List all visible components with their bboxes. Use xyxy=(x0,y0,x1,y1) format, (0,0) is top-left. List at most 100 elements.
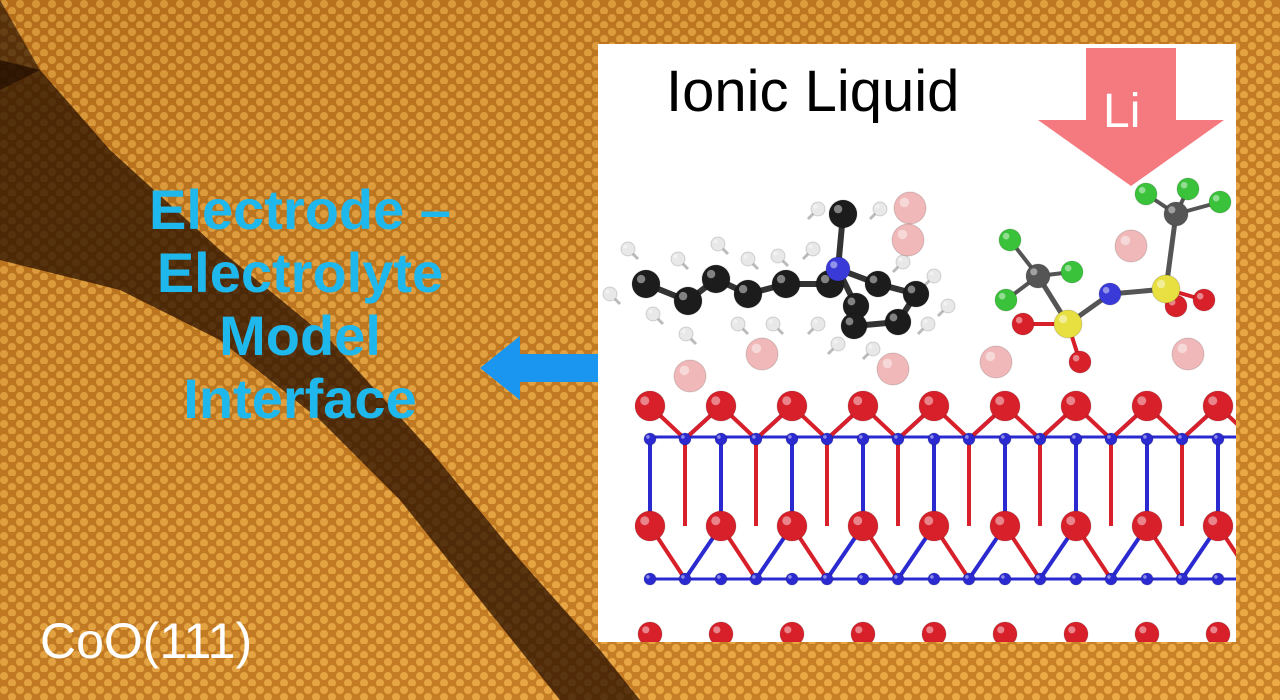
fluorine-atom-highlight xyxy=(1002,232,1010,240)
cobalt-atom xyxy=(785,572,799,586)
fluorine-atom xyxy=(1176,177,1200,201)
hydrogen-atom xyxy=(710,236,726,252)
sulfur-atom xyxy=(1151,274,1181,304)
oxygen-atom-highlight xyxy=(713,626,721,634)
cobalt-atom-highlight xyxy=(823,575,827,579)
cobalt-atom-highlight xyxy=(752,575,756,579)
model-panel: Ionic Liquid Li xyxy=(598,44,1236,642)
carbon-atom xyxy=(840,312,868,340)
hydrogen-atom-highlight xyxy=(923,319,928,324)
cobalt-atom-highlight xyxy=(894,435,898,439)
lithium-ion-highlight xyxy=(1177,343,1188,354)
cobalt-atom xyxy=(856,432,870,446)
lithium-ion-highlight xyxy=(897,229,908,240)
oxygen-atom-highlight xyxy=(1015,316,1023,324)
cobalt-atom-highlight xyxy=(965,435,969,439)
carbon-atom-highlight xyxy=(776,274,786,284)
oxygen-atom-highlight xyxy=(995,396,1005,406)
carbon-atom-highlight xyxy=(738,284,748,294)
fluorine-atom-highlight xyxy=(1180,181,1188,189)
oxygen-atom-highlight xyxy=(1196,292,1204,300)
headline-line-4: Interface xyxy=(183,367,417,430)
sulfur-atom-highlight xyxy=(1058,314,1068,324)
hydrogen-atom xyxy=(940,298,956,314)
cobalt-atom xyxy=(1175,432,1189,446)
hydrogen-atom-highlight xyxy=(648,309,653,314)
cobalt-atom-highlight xyxy=(859,435,863,439)
oxygen-atom-highlight xyxy=(924,516,934,526)
carbon-atom-highlight xyxy=(636,274,646,284)
sulfur-atom-highlight xyxy=(1156,279,1166,289)
fluorine-atom-highlight xyxy=(1138,186,1146,194)
oxygen-atom xyxy=(918,510,950,542)
hydrogen-atom xyxy=(920,316,936,332)
cobalt-atom xyxy=(998,432,1012,446)
lithium-ion xyxy=(891,223,925,257)
oxygen-atom-highlight xyxy=(1066,516,1076,526)
headline-line-3: Model xyxy=(219,304,381,367)
lithium-label: Li xyxy=(1103,85,1141,138)
cobalt-atom xyxy=(678,432,692,446)
lithium-ion xyxy=(979,345,1013,379)
cobalt-atom-highlight xyxy=(1036,575,1040,579)
headline: Electrode – Electrolyte Model Interface xyxy=(110,178,490,430)
hydrogen-atom-highlight xyxy=(623,244,628,249)
oxygen-atom xyxy=(992,621,1018,642)
lithium-ion xyxy=(893,191,927,225)
oxygen-atom xyxy=(1060,390,1092,422)
nitrogen-atom xyxy=(825,256,851,282)
oxygen-atom-highlight xyxy=(782,516,792,526)
carbon-atom-highlight xyxy=(845,317,854,326)
cobalt-atom-highlight xyxy=(1107,575,1111,579)
oxygen-atom xyxy=(847,510,879,542)
cobalt-atom xyxy=(1140,572,1154,586)
cobalt-atom-highlight xyxy=(894,575,898,579)
oxygen-atom xyxy=(1202,390,1234,422)
oxygen-atom-highlight xyxy=(640,516,650,526)
fluorine-atom xyxy=(994,288,1018,312)
oxygen-atom-highlight xyxy=(997,626,1005,634)
carbon-atom xyxy=(631,269,661,299)
carbon-atom-highlight xyxy=(847,297,856,306)
cobalt-atom xyxy=(962,572,976,586)
cobalt-atom xyxy=(927,572,941,586)
hydrogen-atom-highlight xyxy=(743,254,748,259)
carbon-atom xyxy=(701,264,731,294)
oxygen-atom xyxy=(921,621,947,642)
oxygen-atom xyxy=(1131,390,1163,422)
cobalt-atom xyxy=(643,572,657,586)
oxygen-atom xyxy=(1192,288,1216,312)
carbon-atom-highlight xyxy=(678,291,688,301)
carbon-atom xyxy=(902,280,930,308)
cobalt-atom xyxy=(643,432,657,446)
cobalt-atom xyxy=(714,572,728,586)
cobalt-atom xyxy=(714,432,728,446)
substrate-label: CoO(111) xyxy=(40,613,253,669)
oxygen-atom xyxy=(637,621,663,642)
oxygen-atom-highlight xyxy=(1139,626,1147,634)
hydrogen-atom xyxy=(670,251,686,267)
hydrogen-atom-highlight xyxy=(875,204,880,209)
nitrogen-atom-highlight xyxy=(1102,286,1110,294)
hydrogen-atom-highlight xyxy=(773,251,778,256)
hydrogen-atom xyxy=(865,341,881,357)
fluorine-atom xyxy=(998,228,1022,252)
oxygen-atom xyxy=(779,621,805,642)
carbon-atom-highlight xyxy=(706,269,716,279)
oxygen-atom-highlight xyxy=(853,396,863,406)
oxygen-atom xyxy=(634,390,666,422)
oxygen-atom xyxy=(634,510,666,542)
hydrogen-atom xyxy=(645,306,661,322)
lithium-ion-highlight xyxy=(679,365,690,376)
hydrogen-atom-highlight xyxy=(929,271,934,276)
hydrogen-atom-highlight xyxy=(943,301,948,306)
cobalt-atom xyxy=(1211,432,1225,446)
oxygen-atom xyxy=(918,390,950,422)
oxygen-atom-highlight xyxy=(642,626,650,634)
oxygen-atom-highlight xyxy=(1208,516,1218,526)
carbon-atom-highlight xyxy=(820,274,830,284)
hydrogen-atom xyxy=(926,268,942,284)
fluorine-atom-highlight xyxy=(1212,194,1220,202)
oxygen-atom xyxy=(989,510,1021,542)
cobalt-atom-highlight xyxy=(681,575,685,579)
